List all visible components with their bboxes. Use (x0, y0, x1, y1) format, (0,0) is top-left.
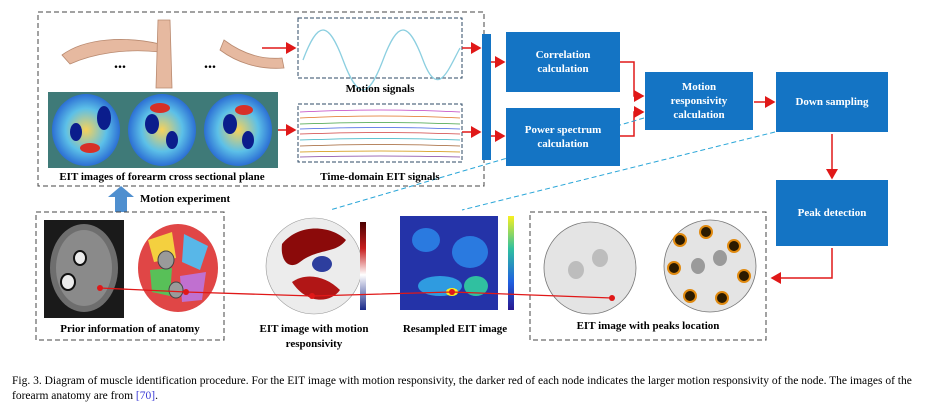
peak-detection-text: Peak detection (797, 207, 867, 219)
peaks-image-2 (663, 219, 757, 313)
colorbar-motion (360, 222, 366, 310)
caption-end: . (155, 390, 158, 402)
motion-resp-line-2: responsivity (670, 95, 728, 107)
eit-forearm-images (48, 92, 278, 168)
eit-motion-responsivity-image (265, 217, 366, 315)
up-arrow-head (108, 186, 134, 197)
resampled-eit-image (400, 216, 514, 310)
caption-text: Fig. 3. Diagram of muscle identification… (12, 375, 912, 402)
collector-bar (482, 34, 491, 160)
arrow-power-to-motion (620, 106, 645, 137)
peaks-label: EIT image with peaks location (576, 320, 720, 332)
eit-forearm-label: EIT images of forearm cross sectional pl… (59, 171, 265, 183)
caption-reference-link[interactable]: [70] (135, 390, 156, 402)
motion-signals-label: Motion signals (345, 83, 415, 95)
arrow-peak-to-peaks-image (770, 248, 833, 284)
correlation-box: Correlation calculation (506, 32, 620, 92)
peak-detection-box: Peak detection (776, 180, 888, 246)
hand-gesture-images (61, 19, 285, 89)
callout-down-sampling (461, 131, 776, 211)
resampled-label: Resampled EIT image (402, 323, 508, 335)
motion-resp-line-1: Motion (681, 81, 717, 93)
power-spectrum-box: Power spectrum calculation (506, 108, 620, 166)
motion-responsivity-box: Motion responsivity calculation (645, 72, 753, 130)
up-arrow-stem (115, 196, 127, 212)
mri-image (44, 220, 124, 318)
eit-motion-label-2: responsivity (285, 338, 343, 350)
peaks-image-1 (543, 221, 637, 315)
power-line-1: Power spectrum (524, 124, 602, 136)
arrow-corr-to-motion (620, 61, 645, 102)
peaks-frame (529, 211, 767, 341)
callout-motion-responsivity (329, 117, 645, 211)
time-domain-label: Time-domain EIT signals (320, 171, 440, 183)
down-sampling-text: Down sampling (795, 96, 869, 108)
ellipsis-2: ... (204, 55, 216, 72)
ellipsis-1: ... (114, 55, 126, 72)
motion-signal-wave (302, 29, 461, 91)
colorbar-resampled (508, 216, 514, 310)
motion-resp-line-3: calculation (673, 109, 725, 121)
power-line-2: calculation (537, 138, 589, 150)
anatomy-illustration (138, 224, 218, 312)
anatomy-frame (35, 211, 225, 341)
figure-caption: Fig. 3. Diagram of muscle identification… (12, 374, 917, 404)
down-sampling-box: Down sampling (776, 72, 888, 132)
motion-experiment-label: Motion experiment (140, 193, 231, 205)
correlation-line-2: calculation (537, 63, 589, 75)
prior-info-label: Prior information of anatomy (60, 323, 200, 335)
eit-motion-label-1: EIT image with motion (259, 323, 369, 335)
correlation-line-1: Correlation (535, 49, 591, 61)
time-domain-lines (299, 109, 461, 158)
